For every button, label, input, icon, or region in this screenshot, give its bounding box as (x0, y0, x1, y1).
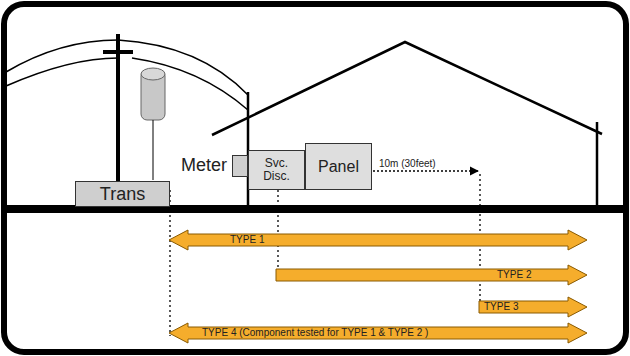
meter-box: Meter (232, 155, 248, 177)
position-marker (277, 190, 278, 272)
power-wire (6, 58, 118, 86)
pole-transformer-top (141, 68, 165, 80)
service-drop (118, 40, 248, 95)
type-arrow: TYPE 2 (275, 264, 588, 286)
panel-box: Panel (305, 143, 372, 190)
service-disconnect-box: Svc. Disc. (248, 150, 305, 190)
type-arrow: TYPE 1 (168, 229, 588, 251)
distance-line (373, 170, 478, 171)
arrow-label: TYPE 1 (230, 234, 264, 246)
arrow-body (479, 297, 587, 317)
distance-label: 10m (30feet) (378, 158, 437, 169)
power-wire (6, 40, 118, 72)
arrow-body (169, 323, 587, 343)
arrow-shape (275, 264, 588, 286)
type-arrow: TYPE 3 (478, 296, 588, 318)
frame (4, 4, 626, 352)
box-label: Meter (181, 156, 227, 175)
transformer-lead (153, 120, 154, 180)
position-marker (169, 190, 170, 336)
arrow-label: TYPE 2 (497, 269, 531, 281)
box-label: Trans (100, 185, 145, 204)
transformer-box: Trans (75, 181, 170, 207)
arrow-label: TYPE 4 (Component tested for TYPE 1 & TY… (202, 327, 428, 339)
pole-crossarm (103, 50, 133, 54)
box-label: Panel (318, 158, 359, 175)
house-wall (596, 122, 599, 206)
box-label: Svc. Disc. (252, 157, 301, 183)
arrow-body (169, 230, 587, 250)
arrow-label: TYPE 3 (484, 301, 518, 313)
arrow-body (276, 265, 587, 285)
house-roof (212, 42, 602, 135)
type-arrow: TYPE 4 (Component tested for TYPE 1 & TY… (168, 322, 588, 344)
